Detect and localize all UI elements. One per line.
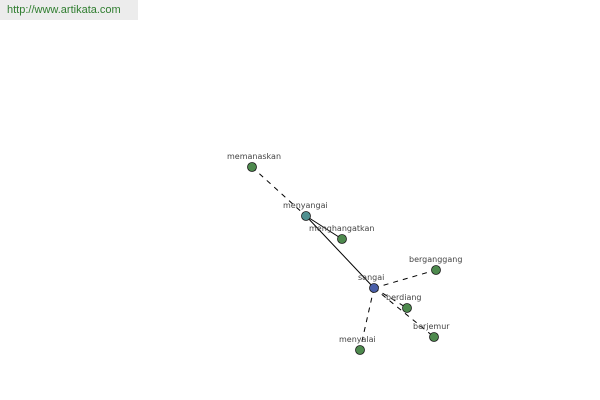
edge-sangai-berjemur — [373, 287, 435, 338]
node-berganggang[interactable] — [431, 265, 441, 275]
node-memanaskan[interactable] — [247, 162, 257, 172]
edge-memanaskan-menyangai — [251, 166, 307, 217]
source-link[interactable]: http://www.artikata.com — [7, 4, 121, 16]
node-menyangai[interactable] — [301, 211, 311, 221]
nodes-layer: memanaskan menyangai menghangatkan sangai be… — [227, 152, 462, 355]
node-label-sangai: sangai — [358, 273, 384, 282]
node-berjemur[interactable] — [429, 332, 439, 342]
node-label-berganggang: berganggang — [409, 255, 462, 264]
node-label-menyalai: menyalai — [339, 335, 376, 344]
node-berdiang[interactable] — [402, 303, 412, 313]
node-label-menghangatkan: menghangatkan — [309, 224, 375, 233]
edge-menyangai-menghangatkan — [305, 215, 343, 240]
edge-sangai-berdiang — [373, 287, 408, 309]
node-label-berjemur: berjemur — [413, 322, 450, 331]
node-sangai[interactable] — [369, 283, 379, 293]
node-label-memanaskan: memanaskan — [227, 152, 281, 161]
edges-layer — [251, 166, 437, 351]
source-bar: http://www.artikata.com — [0, 0, 138, 20]
node-menghangatkan[interactable] — [337, 234, 347, 244]
edge-sangai-berganggang — [373, 269, 437, 289]
node-label-berdiang: berdiang — [386, 293, 422, 302]
edge-sangai-menyalai — [359, 287, 375, 351]
node-label-menyangai: menyangai — [283, 201, 328, 210]
node-menyalai[interactable] — [355, 345, 365, 355]
edge-menyangai-sangai — [305, 215, 375, 289]
